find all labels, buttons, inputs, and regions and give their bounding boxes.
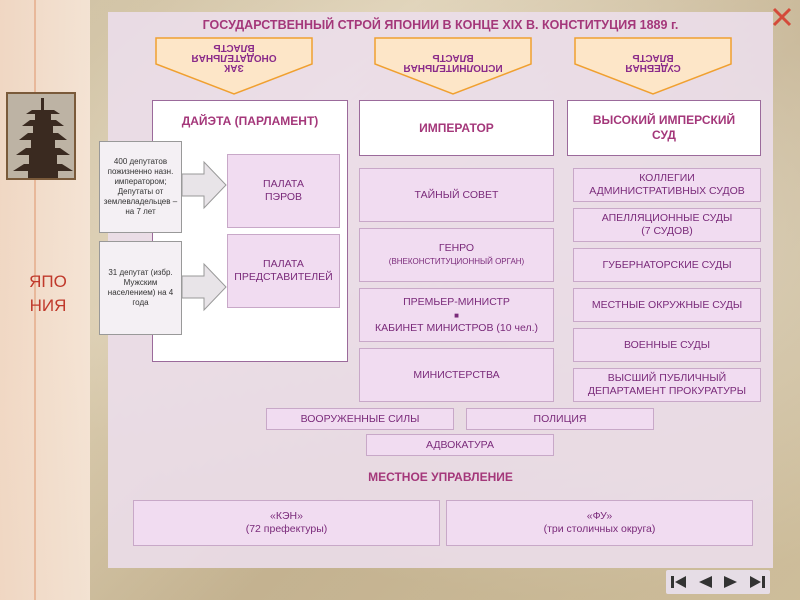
- local-government-title: МЕСТНОЕ УПРАВЛЕНИЕ: [368, 470, 513, 484]
- upper-house-note: 400 депутатов пожизненно назн. император…: [99, 141, 182, 233]
- pagoda-image: [6, 92, 76, 180]
- side-label: ЯПО НИЯ: [29, 272, 67, 315]
- prev-slide-icon[interactable]: [695, 573, 715, 591]
- judicial-banner: [574, 37, 732, 95]
- first-slide-icon[interactable]: [669, 573, 689, 591]
- last-slide-icon[interactable]: [747, 573, 767, 591]
- ken-prefectures: «КЭН» (72 префектуры): [133, 500, 440, 546]
- ministries: МИНИСТЕРСТВА: [359, 348, 554, 402]
- upper-arrow-icon: [182, 160, 227, 210]
- court-item-appeal: АПЕЛЛЯЦИОННЫЕ СУДЫ (7 СУДОВ): [573, 208, 761, 242]
- cabinet-label: КАБИНЕТ МИНИСТРОВ (10 чел.): [374, 321, 538, 334]
- court-item-prosecution: ВЫСШИЙ ПУБЛИЧНЫЙ ДЕПАРТАМЕНТ ПРОКУРАТУРЫ: [573, 368, 761, 402]
- executive-branch-label: ИСПОЛНИТЕЛЬНАЯ ВЛАСТЬ: [403, 52, 503, 72]
- left-strip-line: [34, 0, 36, 600]
- page-title: ГОСУДАРСТВЕННЫЙ СТРОЙ ЯПОНИИ В КОНЦЕ XIX…: [202, 18, 679, 32]
- genro-label: ГЕНРО: [438, 242, 475, 254]
- court-item-military: ВОЕННЫЕ СУДЫ: [573, 328, 761, 362]
- executive-banner: [374, 37, 532, 95]
- privy-council: ТАЙНЫЙ СОВЕТ: [359, 168, 554, 222]
- court-item-governor: ГУБЕРНАТОРСКИЕ СУДЫ: [573, 248, 761, 282]
- house-of-peers: ПАЛАТА ПЭРОВ: [227, 154, 340, 228]
- armed-forces: ВООРУЖЕННЫЕ СИЛЫ: [266, 408, 454, 430]
- lower-house-note: 31 депутат (избр. Мужским населением) на…: [99, 241, 182, 335]
- police: ПОЛИЦИЯ: [466, 408, 654, 430]
- emperor-box: ИМПЕРАТОР: [359, 100, 554, 156]
- cabinet-box: ПРЕМЬЕР-МИНИСТР ■ КАБИНЕТ МИНИСТРОВ (10 …: [359, 288, 554, 342]
- parliament-box: [152, 100, 348, 362]
- parliament-title: ДАЙЭТА (ПАРЛАМЕНТ): [181, 114, 319, 128]
- genro-sub: (ВНЕКОНСТИТУЦИОННЫЙ ОРГАН): [388, 257, 525, 266]
- legislative-banner: [155, 37, 313, 95]
- prime-minister-label: ПРЕМЬЕР-МИНИСТР: [403, 295, 510, 308]
- slide-navigation: [666, 570, 770, 594]
- advocacy: АДВОКАТУРА: [366, 434, 554, 456]
- close-icon[interactable]: [770, 6, 794, 28]
- genro-box: ГЕНРО (ВНЕКОНСТИТУЦИОННЫЙ ОРГАН): [359, 228, 554, 282]
- next-slide-icon[interactable]: [721, 573, 741, 591]
- bullet-icon: ■: [454, 310, 459, 320]
- house-of-representatives: ПАЛАТА ПРЕДСТАВИТЕЛЕЙ: [227, 234, 340, 308]
- fu-districts: «ФУ» (три столичных округа): [446, 500, 753, 546]
- lower-arrow-icon: [182, 262, 227, 312]
- court-item-administrative: КОЛЛЕГИИ АДМИНИСТРАТИВНЫХ СУДОВ: [573, 168, 761, 202]
- legislative-branch-label: ЗАК ОНОДАТЕЛЬНАЯ ВЛАСТЬ: [191, 42, 277, 72]
- judicial-branch-label: СУДЕБНАЯ ВЛАСТЬ: [625, 52, 681, 72]
- imperial-court-box: ВЫСОКИЙ ИМПЕРСКИЙ СУД: [567, 100, 761, 156]
- court-item-district: МЕСТНЫЕ ОКРУЖНЫЕ СУДЫ: [573, 288, 761, 322]
